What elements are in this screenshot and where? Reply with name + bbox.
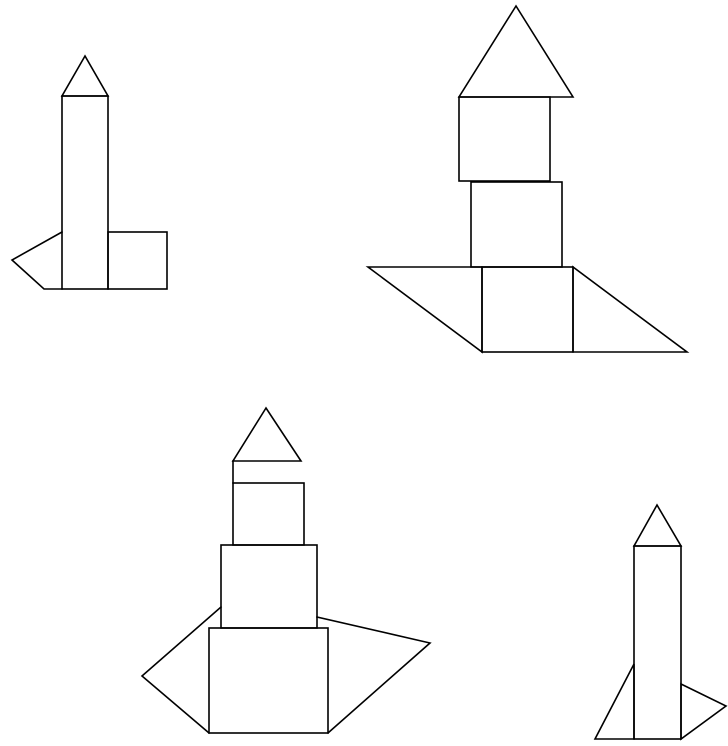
tangram-figures-canvas bbox=[0, 0, 728, 746]
canvas-background bbox=[0, 0, 728, 746]
